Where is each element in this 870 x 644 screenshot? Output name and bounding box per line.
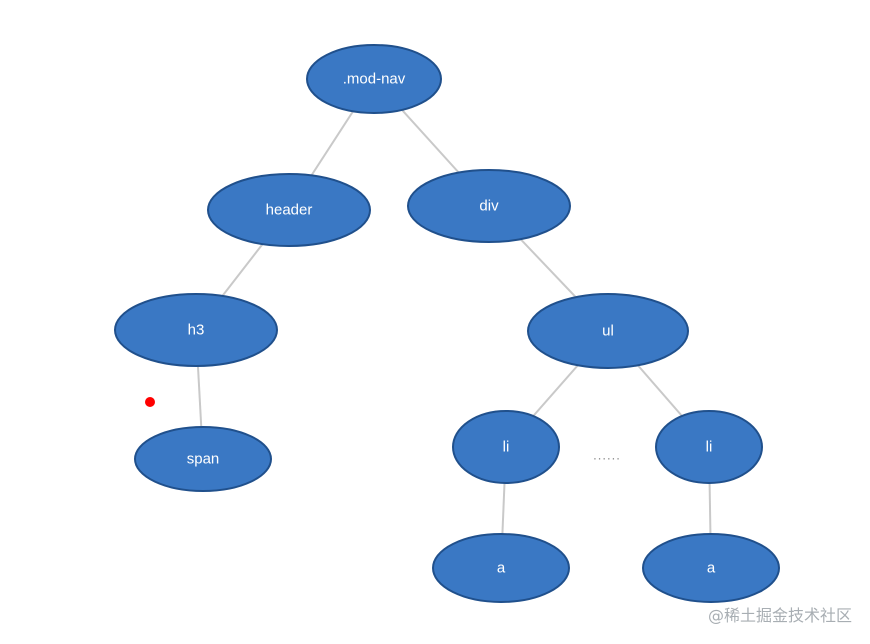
node-ellipse-h3 <box>114 293 278 367</box>
node-label-mod-nav: .mod-nav <box>343 71 406 88</box>
node-ellipse-mod-nav <box>306 44 442 114</box>
node-ul: ul <box>527 293 689 369</box>
siblings-ellipsis: ...... <box>593 448 621 463</box>
node-label-ul: ul <box>602 323 614 340</box>
node-label-li-2: li <box>706 439 713 456</box>
watermark-text: @稀土掘金技术社区 <box>707 606 852 625</box>
node-ellipse-li-1 <box>452 410 560 484</box>
node-ellipse-header <box>207 173 371 247</box>
node-ellipse-a-1 <box>432 533 570 603</box>
node-label-a-2: a <box>707 560 716 577</box>
node-h3: h3 <box>114 293 278 367</box>
node-ellipse-span <box>134 426 272 492</box>
node-span: span <box>134 426 272 492</box>
node-li-1: li <box>452 410 560 484</box>
node-ellipse-a-2 <box>642 533 780 603</box>
node-mod-nav: .mod-nav <box>306 44 442 114</box>
node-label-h3: h3 <box>188 322 205 339</box>
tree-nodes: .mod-nav header div h3 span ul li li a a <box>114 44 780 603</box>
node-label-li-1: li <box>503 439 510 456</box>
node-header: header <box>207 173 371 247</box>
node-div: div <box>407 169 571 243</box>
node-a-1: a <box>432 533 570 603</box>
node-label-span: span <box>187 451 220 468</box>
node-ellipse-div <box>407 169 571 243</box>
node-li-2: li <box>655 410 763 484</box>
node-label-header: header <box>266 202 313 219</box>
node-ellipse-li-2 <box>655 410 763 484</box>
cursor-marker-dot <box>145 397 155 407</box>
node-label-a-1: a <box>497 560 506 577</box>
node-a-2: a <box>642 533 780 603</box>
node-ellipse-ul <box>527 293 689 369</box>
node-label-div: div <box>479 198 499 215</box>
